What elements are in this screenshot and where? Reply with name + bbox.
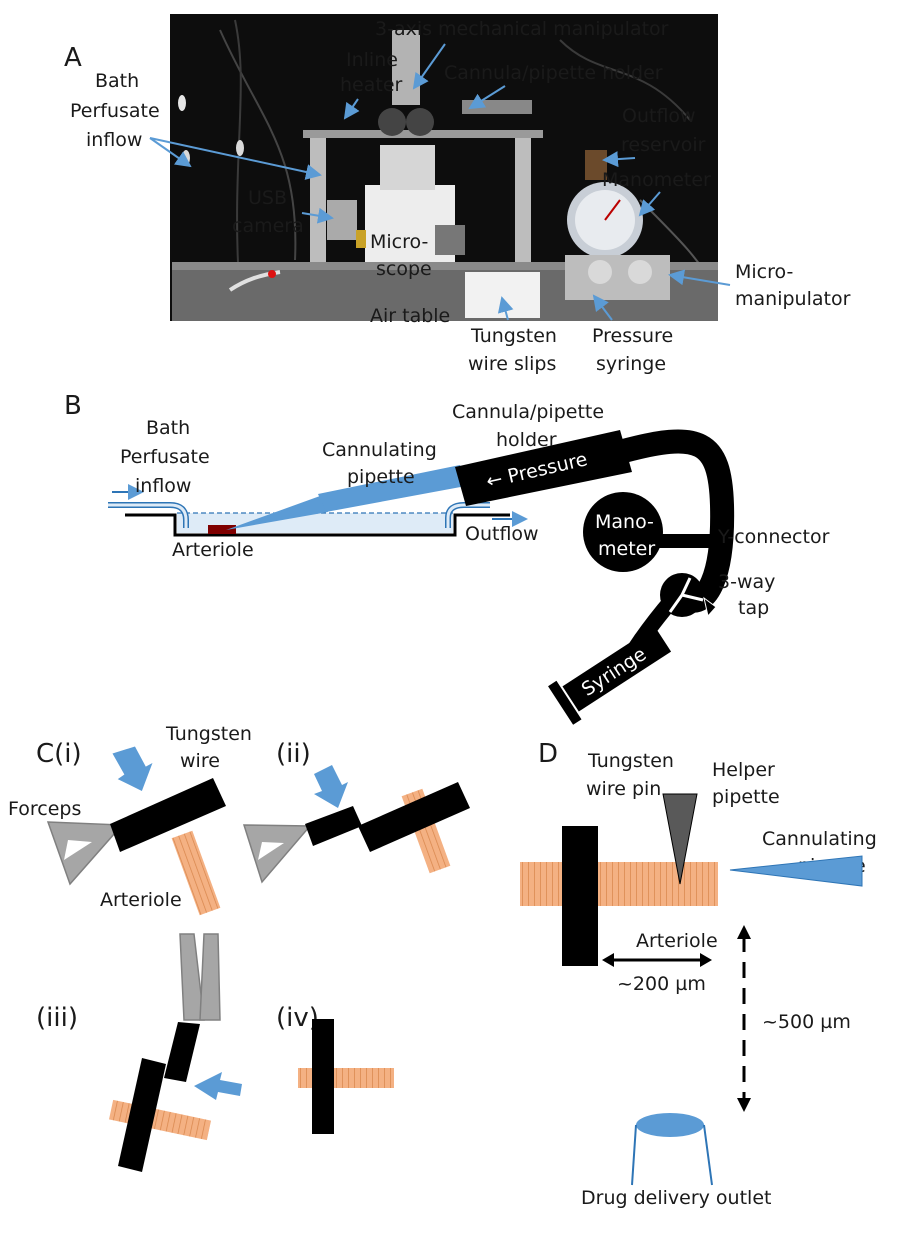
manometer-label-2: meter xyxy=(598,538,655,560)
bath-chamber xyxy=(125,513,510,537)
drug-outlet-label: Drug delivery outlet xyxy=(581,1187,771,1209)
helper-label-1: Helper xyxy=(712,759,775,781)
label-tungsten-1: Tungsten xyxy=(470,325,557,347)
arteriole-label-c: Arteriole xyxy=(100,889,182,911)
forceps-c-iii-left xyxy=(179,933,205,1021)
outflow-label-b: Outflow xyxy=(465,523,539,545)
helper-label-2: pipette xyxy=(712,786,780,808)
tungsten-wire-c-ii xyxy=(358,782,470,852)
panel-c: C(i) (ii) (iii) (iv) Tungsten wire Force… xyxy=(8,723,470,1172)
arrow-c-ii xyxy=(314,765,348,808)
label-bath-3: inflow xyxy=(86,129,142,151)
panel-label-c-i: C(i) xyxy=(36,739,82,769)
forceps-c-i xyxy=(46,821,124,886)
label-micro-2: scope xyxy=(376,258,432,280)
tungsten-wire-c-ii-held xyxy=(305,806,362,846)
tungsten-wire-c-iii-held xyxy=(164,1022,200,1082)
cannulating-label-2: pipette xyxy=(347,466,415,488)
bath-solution xyxy=(177,513,453,533)
label-usb-1: USB xyxy=(248,187,287,209)
callout-arrows-a xyxy=(149,43,731,321)
drug-delivery-outlet xyxy=(631,1113,713,1186)
label-outflow-1: Outflow xyxy=(622,105,696,127)
label-cannula-holder: Cannula/pipette holder xyxy=(444,62,663,84)
arteriole-label-d: Arteriole xyxy=(636,930,718,952)
forceps-c-iii-right xyxy=(199,933,221,1021)
label-tungsten-2: wire slips xyxy=(468,353,556,375)
arteriole-label-b: Arteriole xyxy=(172,539,254,561)
panel-label-a: A xyxy=(64,43,82,73)
label-outflow-2: reservoir xyxy=(621,134,706,156)
manometer-b xyxy=(583,492,663,572)
helper-pipette xyxy=(662,793,698,885)
dist-200-label: ~200 µm xyxy=(617,973,706,995)
label-mm-1: Micro- xyxy=(735,261,793,283)
holder-label-1: Cannula/pipette xyxy=(452,401,604,423)
arrow-c-iii xyxy=(194,1072,242,1100)
label-3axis: 3-axis mechanical manipulator xyxy=(375,18,669,40)
label-inline-2: heater xyxy=(340,74,403,96)
tap-label-1: 3-way xyxy=(718,571,775,593)
tungsten-label-c-2: wire xyxy=(180,750,220,772)
label-air-table: Air table xyxy=(370,305,450,327)
lab-setup-photo xyxy=(170,14,718,321)
arteriole-b xyxy=(208,525,236,534)
arteriole-d xyxy=(520,862,718,906)
label-pressure-1: Pressure xyxy=(592,325,673,347)
tungsten-wire-c-i xyxy=(110,778,226,852)
bath-label-3: inflow xyxy=(135,475,191,497)
holder-label-2: holder xyxy=(496,429,557,451)
tpin-label-2: wire pin xyxy=(586,778,661,800)
pressure-tubing xyxy=(616,429,735,613)
cannulating-label-1: Cannulating xyxy=(322,439,437,461)
arteriole-c-i xyxy=(171,830,221,916)
forceps-c-ii xyxy=(242,824,312,884)
label-bath-2: Perfusate xyxy=(70,100,160,122)
arteriole-c-iii xyxy=(109,1099,211,1141)
panel-d: D Tungsten wire pin Helper pipette Cannu… xyxy=(520,739,877,1209)
arrow-c-i xyxy=(112,746,153,792)
tap-label-2: tap xyxy=(738,597,769,619)
panel-label-c-iv: (iv) xyxy=(276,1003,319,1033)
bath-label-1: Bath xyxy=(146,417,190,439)
label-manometer: Manometer xyxy=(602,169,711,191)
panel-label-d: D xyxy=(538,739,558,769)
panel-label-c-iii: (iii) xyxy=(36,1003,78,1033)
syringe-b: Syringe xyxy=(548,626,672,725)
bath-label-2: Perfusate xyxy=(120,446,210,468)
panel-a: A xyxy=(64,14,851,375)
tungsten-wire-c-iv xyxy=(312,1019,334,1134)
tungsten-label-c-1: Tungsten xyxy=(165,723,252,745)
panel-label-c-ii: (ii) xyxy=(276,739,311,769)
cannulating-pipette-b xyxy=(318,465,466,512)
label-usb-2: camera xyxy=(232,215,304,237)
label-inline-1: Inline xyxy=(346,49,398,71)
yconnector-label: Y-connector xyxy=(717,526,830,548)
panel-label-b: B xyxy=(64,391,82,421)
tpin-label-1: Tungsten xyxy=(587,750,674,772)
manometer-label-1: Mano- xyxy=(595,511,654,533)
pipette-tip-b xyxy=(226,496,328,530)
tungsten-wire-pin-d xyxy=(562,826,598,966)
dist-500-label: ~500 µm xyxy=(762,1011,851,1033)
label-micro-1: Micro- xyxy=(370,231,428,253)
panel-b: B ← Pressure Mano- meter xyxy=(64,391,830,725)
label-mm-2: manipulator xyxy=(735,288,851,310)
cannulating-label-d-1: Cannulating xyxy=(762,828,877,850)
pipette-holder xyxy=(455,430,632,506)
label-bath-1: Bath xyxy=(95,70,139,92)
cannulating-pipette-d xyxy=(729,855,863,887)
tungsten-wire-c-iii xyxy=(118,1058,166,1172)
forceps-label: Forceps xyxy=(8,798,81,820)
label-pressure-2: syringe xyxy=(596,353,666,375)
